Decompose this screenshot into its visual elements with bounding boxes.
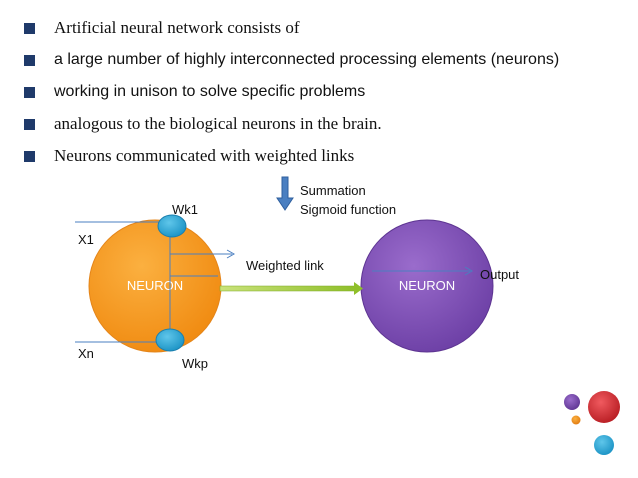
bullet-text: analogous to the biological neurons in t… [54,114,382,133]
decor-red-circle [588,391,620,423]
weighted-link-label: Weighted link [246,258,324,273]
bullet-square-icon [24,119,35,130]
annotation-sigmoid: Sigmoid function [300,202,396,217]
sum-arrowhead-icon [226,249,236,259]
bullet-item: working in unison to solve specific prob… [24,78,624,110]
left-neuron-label: NEURON [127,278,183,293]
bullet-square-icon [24,55,35,66]
decor-orange-circle [571,415,581,425]
weighted-link-arrowhead-icon [354,282,363,295]
input-label-top: X1 [78,232,94,247]
right-neuron-label: NEURON [399,278,455,293]
output-label: Output [480,267,519,282]
weight-label-top: Wk1 [172,202,198,217]
input-label-bottom: Xn [78,346,94,361]
bullet-list: Artificial neural network consists of a … [24,14,624,174]
weight-label-bottom: Wkp [182,356,208,371]
decor-purple-circle [564,394,580,410]
decorative-circles [564,391,620,455]
bullet-item: analogous to the biological neurons in t… [24,110,624,142]
weight-node-top [157,214,187,238]
neuron-diagram: Summation Sigmoid function NEURON NEURON… [75,176,519,371]
weighted-link-arrow [219,285,357,292]
bullet-text: Neurons communicated with weighted links [54,146,355,165]
down-arrow-icon [276,176,294,211]
decor-blue-circle [594,435,614,455]
right-neuron [360,219,494,353]
bullet-text: Artificial neural network consists of [54,18,300,37]
bullet-square-icon [24,23,35,34]
bullet-item: Neurons communicated with weighted links [24,142,624,174]
output-arrowhead-icon [464,266,474,276]
bullet-item: Artificial neural network consists of [24,14,624,46]
bullet-item: a large number of highly interconnected … [24,46,624,78]
annotation-summation: Summation [300,183,366,198]
bullet-square-icon [24,87,35,98]
bullet-text: working in unison to solve specific prob… [54,83,366,100]
bullet-text: a large number of highly interconnected … [54,51,560,68]
bullet-square-icon [24,151,35,162]
weight-node-bottom [155,328,185,352]
